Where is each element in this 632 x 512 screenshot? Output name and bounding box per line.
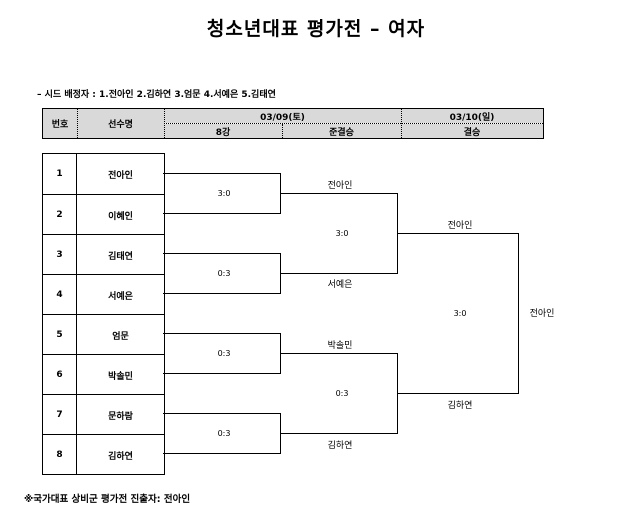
champion-name: 전아인 [529, 309, 555, 319]
player-number: 1 [43, 154, 77, 194]
bracket-line [163, 333, 281, 334]
quarterfinal-winner: 김하연 [327, 441, 353, 451]
player-name: 박솔민 [108, 371, 133, 382]
header-divider [164, 123, 543, 124]
semifinal-winner: 김하연 [447, 401, 473, 411]
bracket-line [280, 273, 398, 274]
bracket-line [163, 173, 281, 174]
quarterfinal-winner: 서예은 [327, 280, 353, 290]
quarterfinal-score: 0:3 [217, 269, 231, 278]
header-round-semifinal: 준결승 [282, 124, 401, 138]
player-name: 문하람 [108, 411, 133, 422]
player-name: 전아인 [108, 170, 133, 181]
bracket-line [163, 253, 281, 254]
bracket-line [280, 433, 398, 434]
bracket-line [518, 233, 519, 394]
player-number: 2 [43, 195, 77, 235]
player-number: 3 [43, 235, 77, 275]
semifinal-winner: 전아인 [447, 221, 473, 231]
bracket-line [280, 353, 398, 354]
quarterfinal-winner: 전아인 [327, 181, 353, 191]
player-number: 8 [43, 435, 77, 475]
quarterfinal-score: 0:3 [217, 349, 231, 358]
seed-assignment-line: – 시드 배정자 : 1.전아인 2.김하연 3.엄문 4.서예은 5.김태연 [37, 90, 276, 100]
bracket-line [163, 413, 281, 414]
player-row: 3 김태연 [43, 234, 164, 275]
player-name: 서예은 [108, 291, 133, 302]
bracket-header: 번호 선수명 03/09(토) 03/10(일) 8강 준결승 결승 [42, 108, 544, 139]
bracket-line [280, 193, 398, 194]
player-number: 4 [43, 275, 77, 315]
header-round-quarterfinal: 8강 [164, 124, 282, 138]
bracket-line [163, 213, 281, 214]
player-row: 6 박솔민 [43, 354, 164, 395]
player-number: 5 [43, 315, 77, 355]
player-row: 4 서예은 [43, 274, 164, 315]
bracket-line [163, 293, 281, 294]
player-name: 이혜인 [108, 211, 133, 222]
player-row: 7 문하람 [43, 394, 164, 435]
footer-note: ※국가대표 상비군 평가전 진출자: 전아인 [24, 494, 191, 505]
player-number: 6 [43, 355, 77, 395]
header-date-2: 03/10(일) [401, 109, 543, 123]
player-number: 7 [43, 395, 77, 435]
header-round-final: 결승 [401, 124, 543, 138]
header-number: 번호 [43, 109, 77, 138]
quarterfinal-score: 0:3 [217, 429, 231, 438]
player-name: 김하연 [108, 451, 133, 462]
final-score: 3:0 [453, 309, 467, 318]
player-list: 1 전아인 2 이혜인 3 김태연 4 서예은 5 엄문 6 박솔민 7 문하람… [42, 153, 165, 475]
quarterfinal-winner: 박솔민 [327, 341, 353, 351]
bracket-line [397, 233, 519, 234]
bracket-line [163, 453, 281, 454]
header-divider [77, 109, 78, 138]
player-name: 김태연 [108, 251, 133, 262]
bracket-line [397, 393, 519, 394]
bracket-line [163, 373, 281, 374]
semifinal-score: 0:3 [335, 389, 349, 398]
player-name: 엄문 [112, 331, 129, 342]
header-player: 선수명 [77, 109, 164, 138]
player-row: 5 엄문 [43, 314, 164, 355]
player-row: 8 김하연 [43, 434, 164, 475]
quarterfinal-score: 3:0 [217, 189, 231, 198]
player-row: 2 이혜인 [43, 194, 164, 235]
player-row: 1 전아인 [43, 154, 164, 194]
page-title: 청소년대표 평가전 – 여자 [206, 18, 426, 40]
header-date-1: 03/09(토) [164, 109, 401, 123]
header-divider [282, 124, 283, 138]
semifinal-score: 3:0 [335, 229, 349, 238]
